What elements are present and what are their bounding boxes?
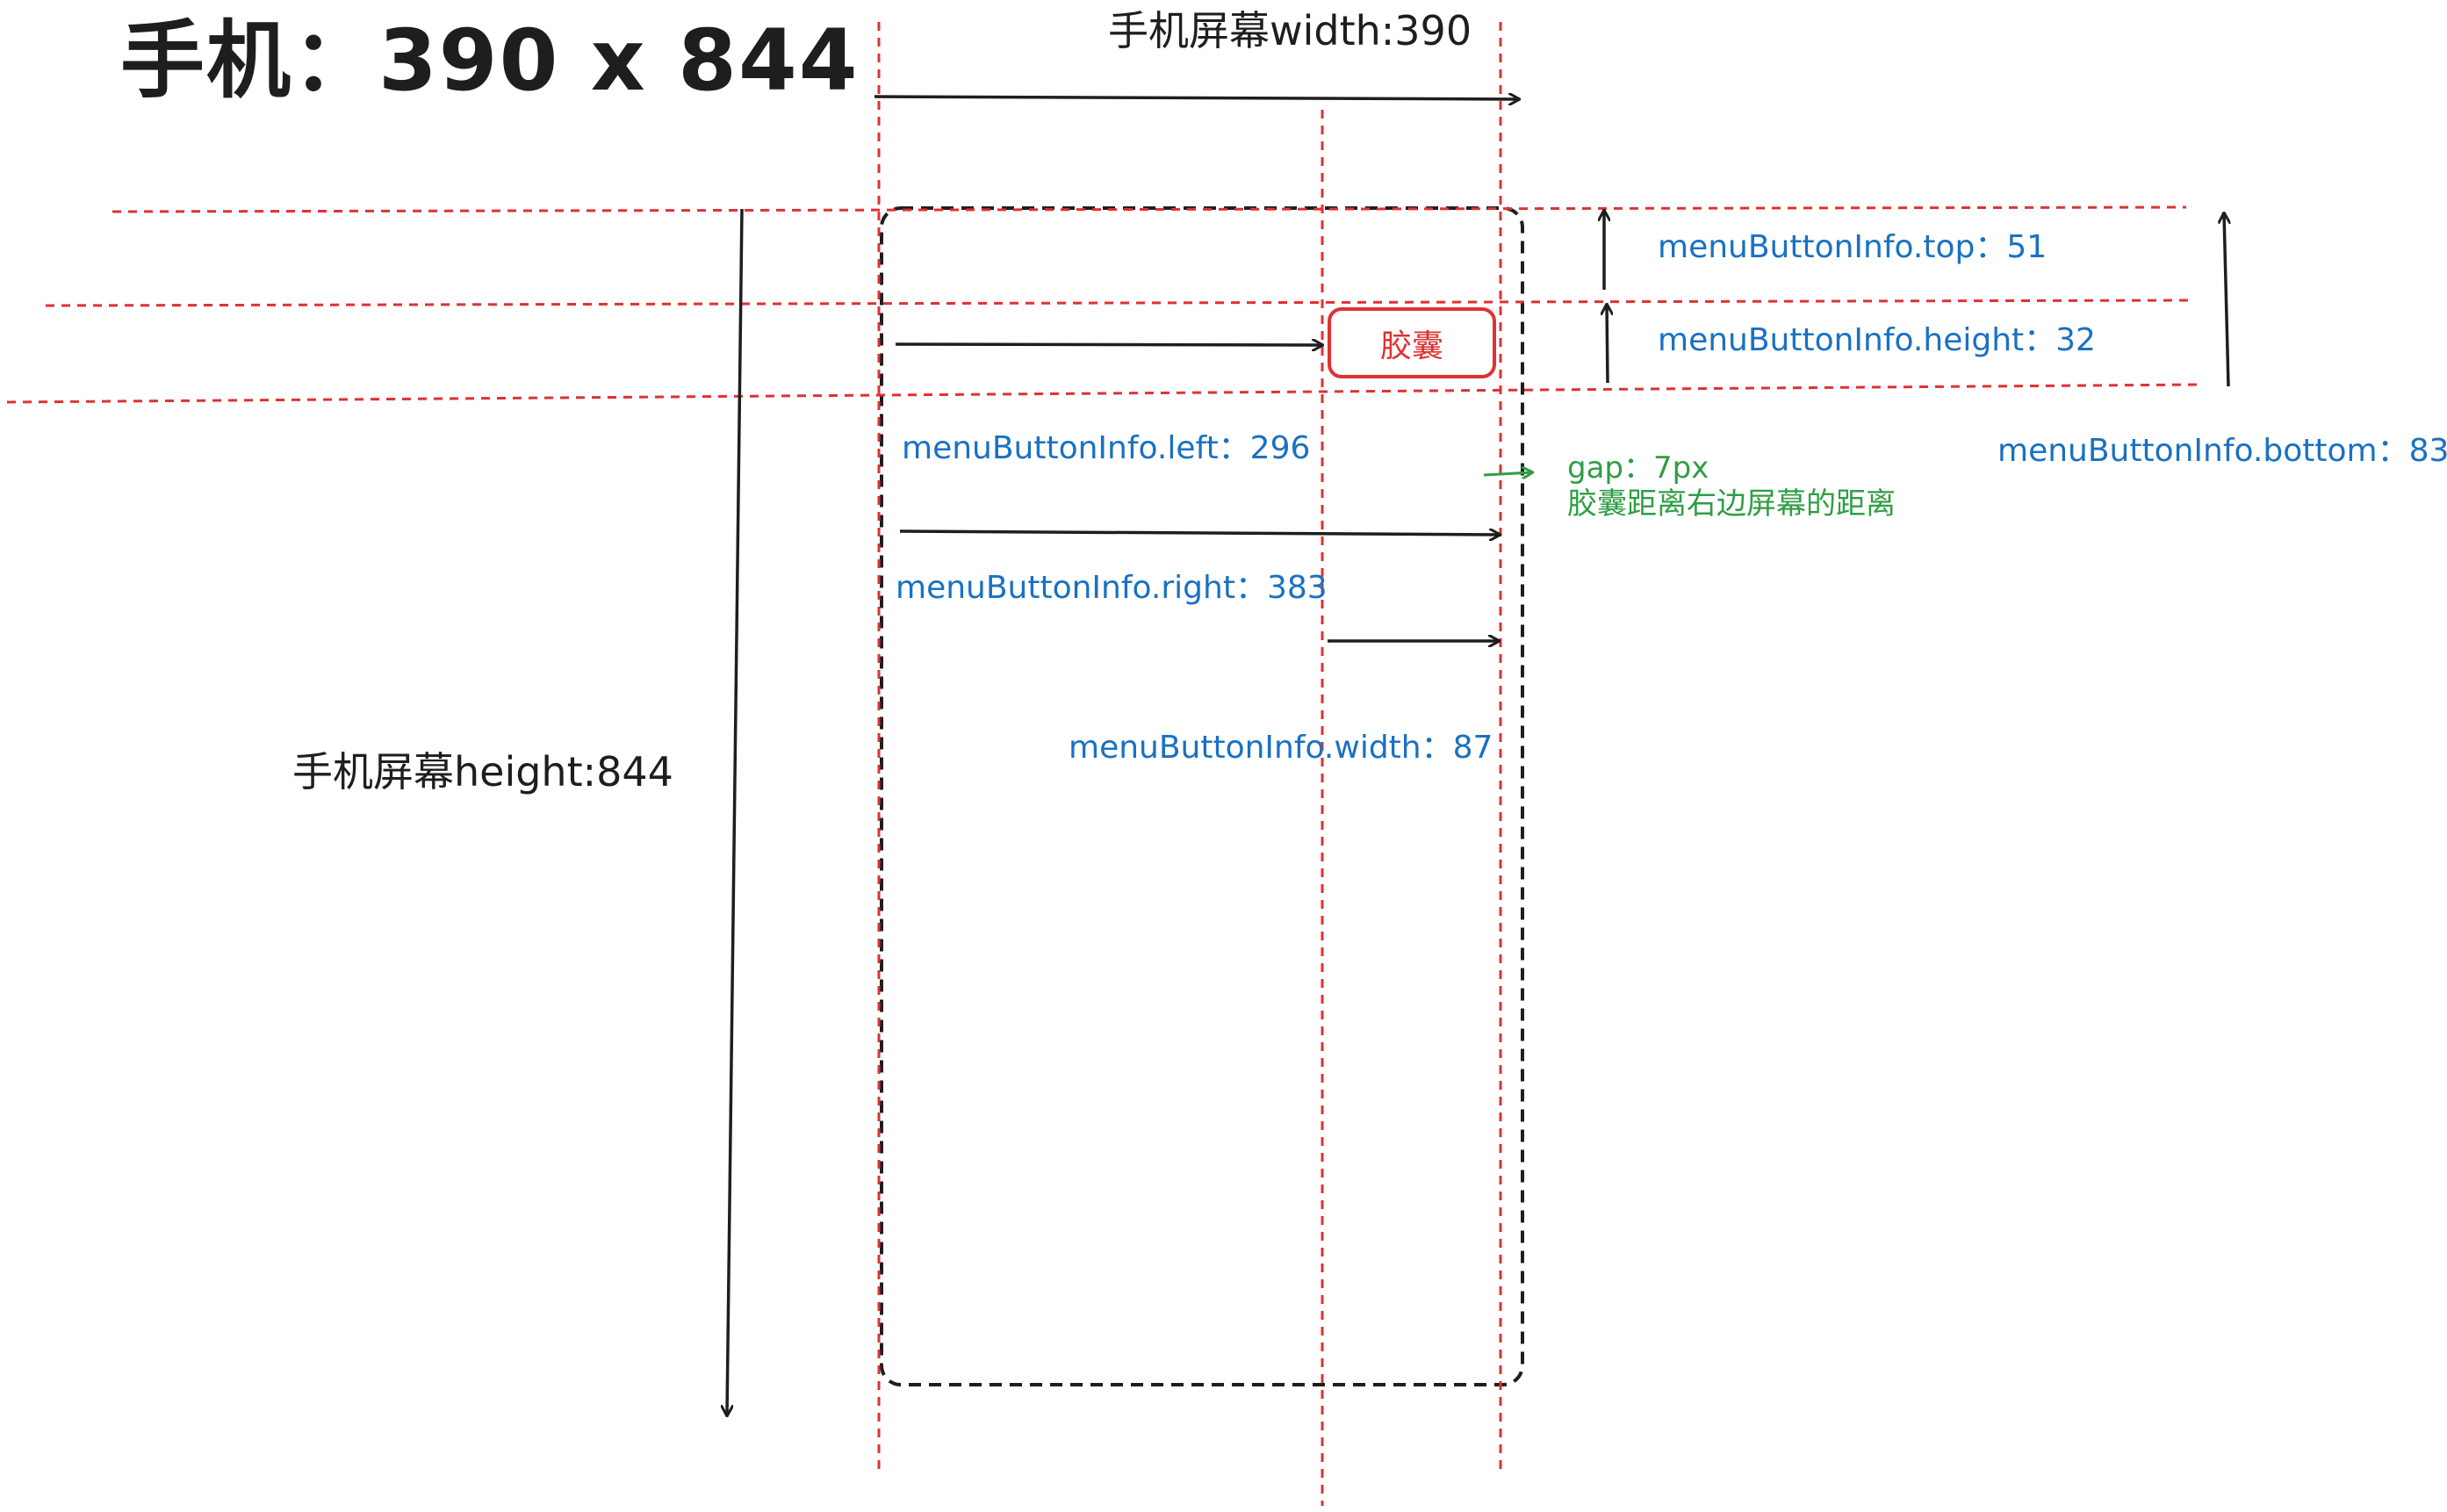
screen-height-label: 手机屏幕height:844 bbox=[292, 748, 673, 796]
guide-capsule-bottom bbox=[6, 383, 2200, 404]
bottom-label: menuButtonInfo.bottom：83 bbox=[1997, 433, 2447, 469]
right-label: menuButtonInfo.right：383 bbox=[896, 570, 1328, 606]
screen-width-arrow bbox=[874, 97, 1519, 99]
bottom-arrow bbox=[2224, 213, 2228, 387]
capsule-button: 胶囊 bbox=[1328, 307, 1496, 378]
gap-label: gap：7px bbox=[1567, 450, 1709, 486]
gap-description: 胶囊距离右边屏幕的距离 bbox=[1567, 486, 1896, 522]
guide-capsule-top bbox=[45, 299, 2192, 307]
left-label: menuButtonInfo.left：296 bbox=[902, 430, 1311, 466]
phone-screen-outline bbox=[880, 206, 1524, 1386]
page-title: 手机：390 x 844 bbox=[120, 11, 860, 110]
left-arrow bbox=[895, 344, 1322, 345]
right-arrow bbox=[899, 531, 1500, 535]
gap-arrow bbox=[1483, 472, 1532, 475]
screen-width-label: 手机屏幕width:390 bbox=[1108, 7, 1472, 54]
screen-height-arrow bbox=[727, 208, 744, 1415]
height-arrow bbox=[1607, 305, 1608, 384]
capsule-label: 胶囊 bbox=[1379, 328, 1443, 364]
top-label: menuButtonInfo.top：51 bbox=[1658, 229, 2048, 265]
height-label: menuButtonInfo.height：32 bbox=[1658, 322, 2096, 358]
width-label: menuButtonInfo.width：87 bbox=[1069, 730, 1493, 766]
guide-top bbox=[112, 205, 2187, 213]
